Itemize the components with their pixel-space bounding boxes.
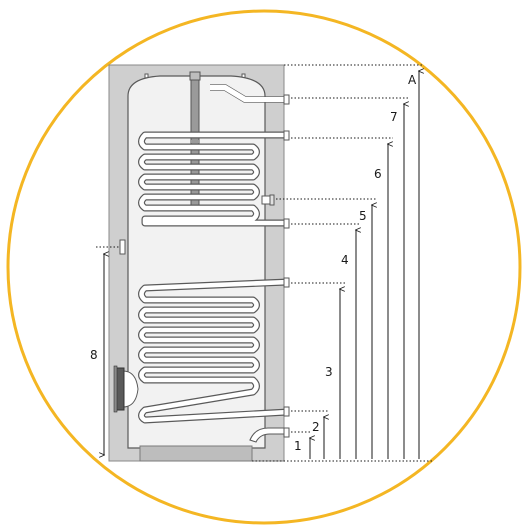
upper-heating-coil (138, 131, 288, 227)
dim-label-7: 7 (390, 110, 398, 124)
inspection-flange (113, 365, 139, 413)
dim-label-1: 1 (294, 439, 302, 453)
hot-water-outlet-fill (210, 85, 288, 102)
dotted-reference-lines (96, 64, 432, 462)
dim-label-4: 4 (341, 253, 349, 267)
dim-label-2: 2 (312, 420, 320, 434)
sensor-sleeve-cap (269, 194, 275, 206)
dim-label-A: A (408, 73, 417, 87)
thermometer-port (119, 239, 126, 255)
dimension-lines (104, 71, 419, 459)
connection-stubs (283, 94, 290, 438)
dim-label-5: 5 (359, 209, 367, 223)
dim-label-6: 6 (374, 167, 382, 181)
anode-cap (189, 71, 201, 81)
tank-base (139, 445, 253, 462)
anode-rod-front (191, 140, 199, 143)
dim-label-3: 3 (325, 365, 333, 379)
lower-heating-coil (138, 278, 289, 424)
dim-label-8: 8 (90, 348, 98, 362)
